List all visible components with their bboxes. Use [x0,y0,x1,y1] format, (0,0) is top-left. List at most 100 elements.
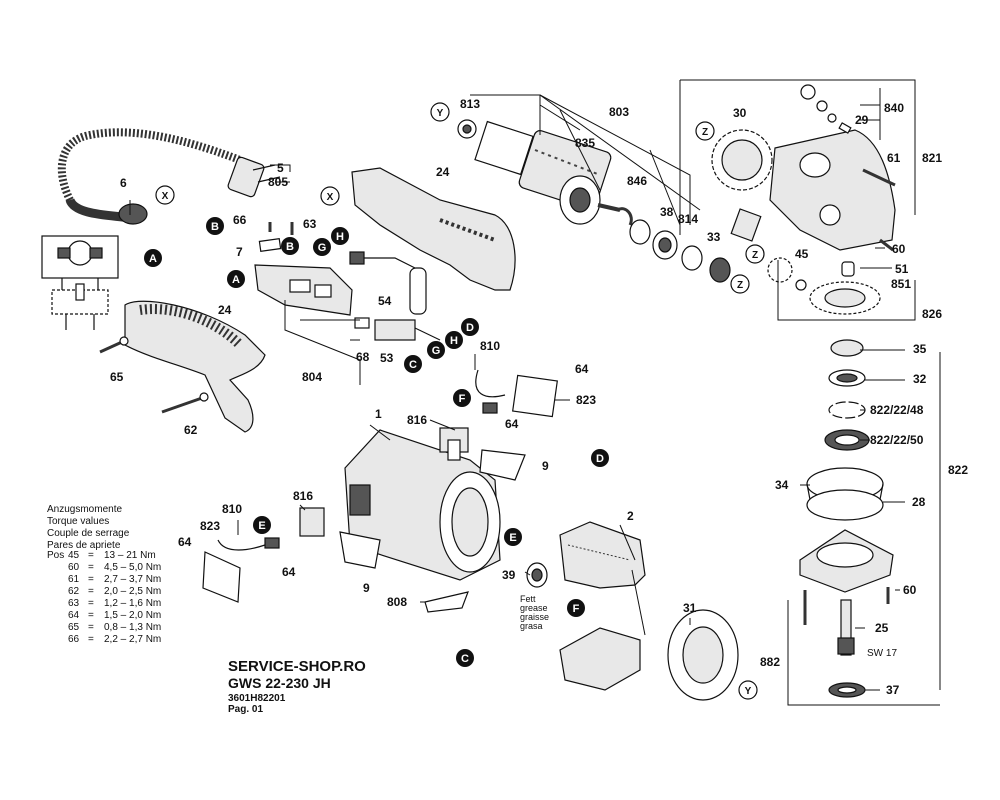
brush-holder-816b [299,507,325,537]
callout-66: 66 [233,213,247,227]
torque-row-eq: = [88,550,94,561]
marker-x-housing: X [320,186,340,206]
torque-row-eq: = [88,610,94,621]
capacitor-54 [349,251,427,315]
marker-z-bearing: Z [730,274,750,294]
marker-z-pinion: Z [745,244,765,264]
marker-d-switch: D [461,318,479,336]
torque-row-eq: = [88,586,94,597]
svg-text:F: F [459,393,466,405]
part-code: 3601H82201 [228,693,286,704]
callout-38: 38 [660,205,674,219]
grease-jar-39 [526,562,548,588]
callout-816-upper: 816 [407,413,427,427]
wiring-schematic [41,235,119,330]
spindle-lock-parts [730,84,852,242]
torque-row-pos: 60 [68,562,80,573]
grease-fr: graisse [520,612,549,622]
sleeve-51 [841,261,855,277]
callout-810-upper: 810 [480,339,500,353]
svg-text:H: H [336,231,344,243]
callout-813: 813 [460,97,480,111]
brush-810a [475,369,506,414]
screw-60-gear [879,238,894,252]
torque-row-eq: = [88,598,94,609]
callout-35: 35 [913,342,927,356]
svg-text:E: E [509,532,516,544]
grease-es: grasa [520,621,543,631]
callout-822-22-48: 822/22/48 [870,403,924,417]
callout-28: 28 [912,495,926,509]
motor-housing-1 [344,429,501,581]
marker-h-upper: H [331,227,349,245]
marker-c-switch: C [404,355,422,373]
callout-835: 835 [575,136,595,150]
field-coil-lower [559,627,641,691]
screw-62 [161,392,209,414]
label-9-top [479,449,526,481]
power-cord [57,128,281,225]
callout-6: 6 [120,176,127,190]
callout-823-upper: 823 [576,393,596,407]
marker-f-brush: F [453,389,471,407]
callout-64-lower: 64 [282,565,296,579]
callout-37: 37 [886,683,900,697]
spindle-stack [799,339,894,698]
callout-808: 808 [387,595,407,609]
torque-row-val: 2,7 – 3,7 Nm [104,574,161,585]
callout-816-lower: 816 [293,489,313,503]
svg-text:A: A [232,274,240,286]
svg-text:G: G [432,345,441,357]
torque-row-eq: = [88,562,94,573]
grease-note: Fett grease graisse grasa [520,594,549,631]
callout-29: 29 [855,113,869,127]
field-coil-2 [559,521,646,589]
torque-row-eq: = [88,622,94,633]
svg-text:D: D [466,322,474,334]
marker-b-cord: B [206,217,224,235]
callout-31: 31 [683,601,697,615]
callout-846: 846 [627,174,647,188]
marker-f-coil: F [567,599,585,617]
callout-814: 814 [678,212,698,226]
callout-810-lower: 810 [222,502,242,516]
callout-33: 33 [707,230,721,244]
marker-x-cord: X [155,185,175,205]
marker-a-switch: A [227,270,245,288]
svg-text:C: C [409,359,417,371]
svg-text:Z: Z [752,250,758,261]
callout-65: 65 [110,370,124,384]
svg-text:Y: Y [745,686,752,697]
callout-9-lower: 9 [363,581,370,595]
callout-803: 803 [609,105,629,119]
callout-61: 61 [887,151,901,165]
grease-de: Fett [520,594,536,604]
svg-text:Z: Z [702,127,708,138]
torque-row-val: 1,5 – 2,0 Nm [104,610,161,621]
gear-head-housing [769,129,896,251]
torque-table: Anzugsmomente Torque values Couple de se… [47,504,161,645]
handle-housing-half [351,167,516,291]
callout-24-upper: 24 [436,165,450,179]
callout-62: 62 [184,423,198,437]
marker-a-cord: A [144,249,162,267]
bearing-parts [617,207,731,283]
callout-51: 51 [895,262,909,276]
svg-text:D: D [596,453,604,465]
torque-row-pos: 66 [68,634,80,645]
marker-y-armature: Y [430,102,450,122]
marker-g-switch: G [427,341,445,359]
torque-row-pos: 61 [68,574,80,585]
callout-822-22-50: 822/22/50 [870,433,924,447]
gear-wheel-826 [809,281,881,315]
marker-c-coil: C [456,649,474,667]
svg-text:G: G [318,242,327,254]
svg-text:F: F [573,603,580,615]
callout-1: 1 [375,407,382,421]
callout-32: 32 [913,372,927,386]
torque-row-eq: = [88,634,94,645]
svg-text:H: H [450,335,458,347]
callout-851: 851 [891,277,911,291]
brush-cover-823a [512,374,558,418]
